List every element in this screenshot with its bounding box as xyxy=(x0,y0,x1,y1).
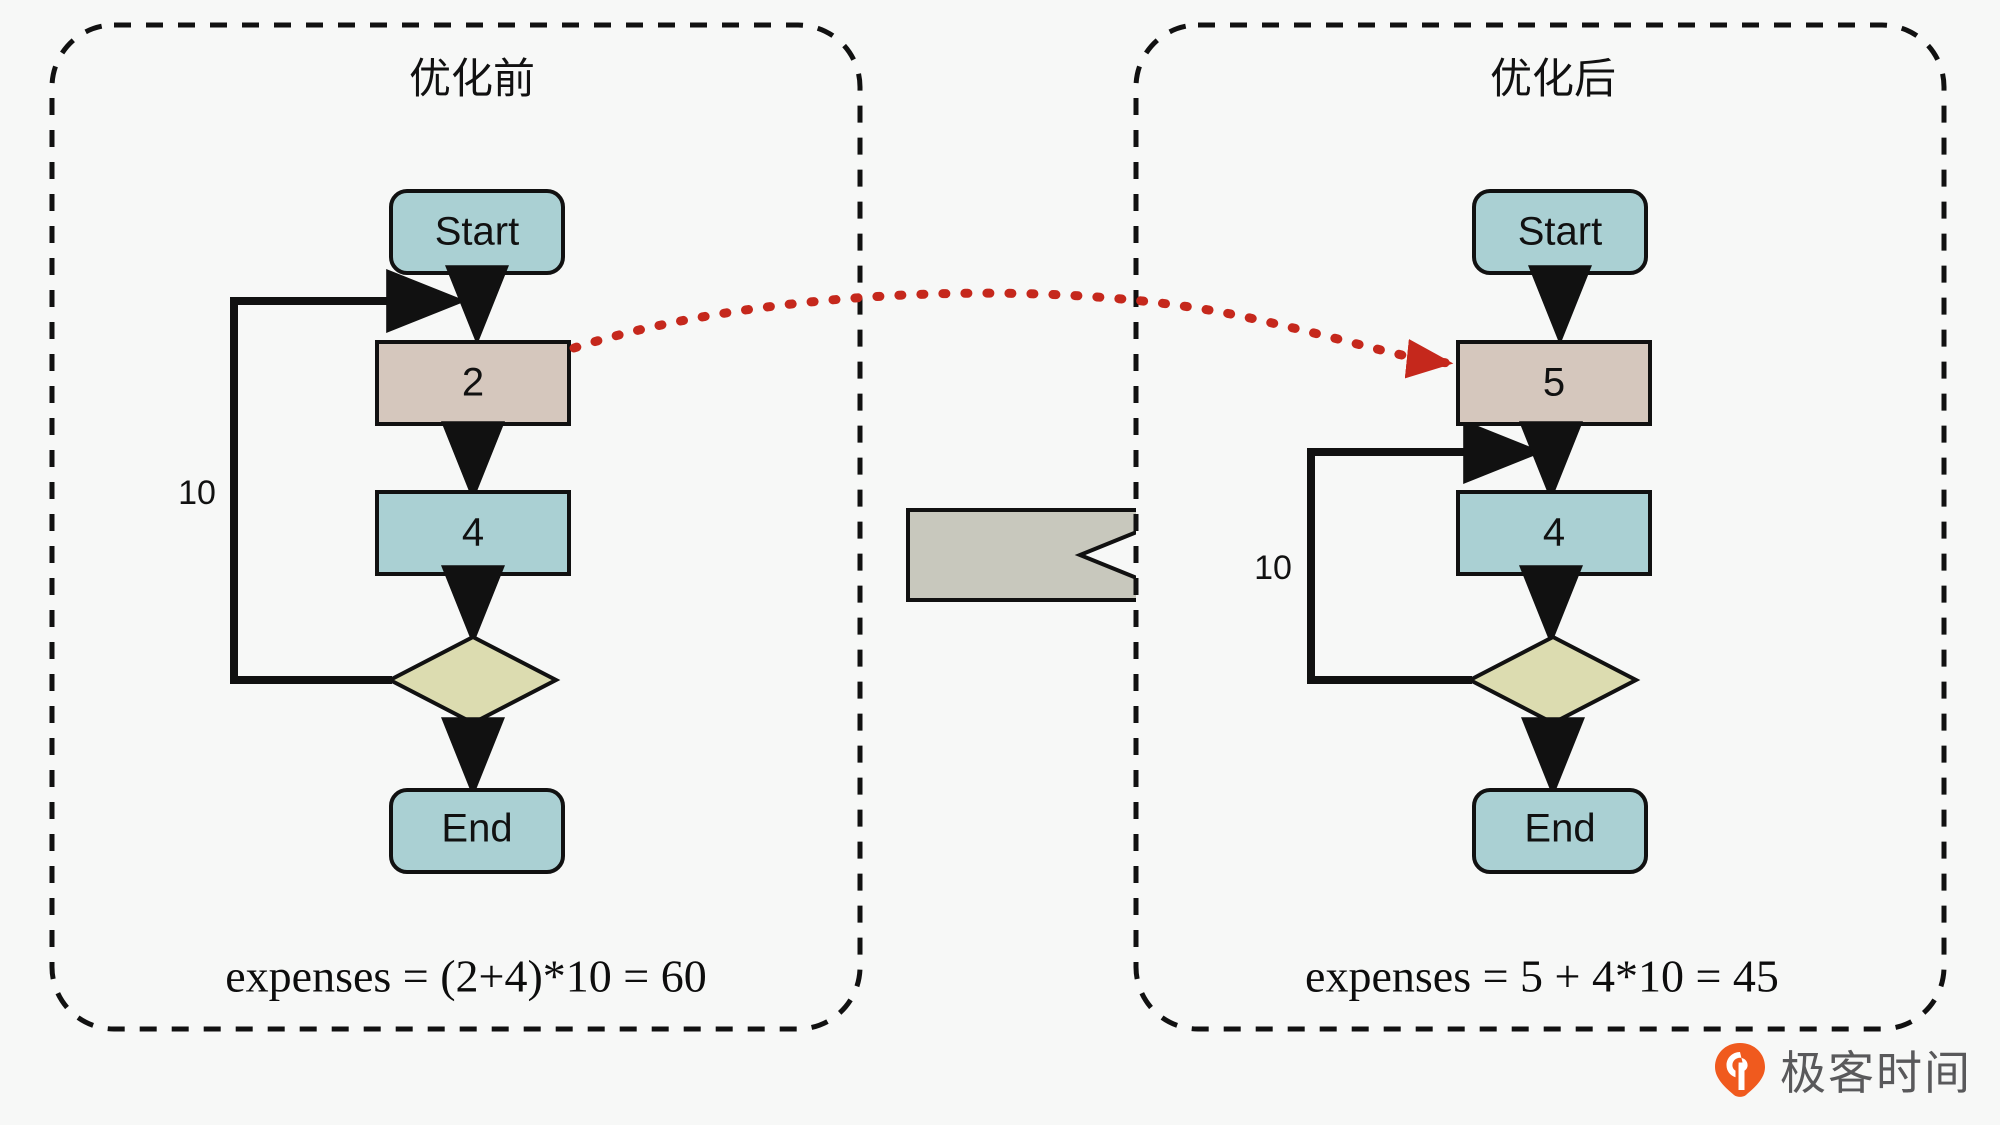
loop-back-edge-after xyxy=(1307,420,1544,684)
node-2-before xyxy=(375,340,571,426)
loop-back-edge-before xyxy=(230,269,467,684)
panel-before-title: 优化前 xyxy=(409,55,535,102)
node-5-after-label: 5 xyxy=(1543,361,1565,405)
brand-watermark: 极客时间 xyxy=(1714,1037,1972,1103)
node-start-after-label: Start xyxy=(1518,210,1602,254)
node-start-before-label: Start xyxy=(435,210,519,254)
node-4-before xyxy=(375,490,571,576)
node-2-before-label: 2 xyxy=(462,361,484,405)
brand-name: 极客时间 xyxy=(1780,1047,1972,1099)
panel-after: 优化后 10 Start 5 4 End xyxy=(1133,22,1947,1032)
node-4-after xyxy=(1456,490,1652,576)
formula-before: expenses = (2+4)*10 = 60 xyxy=(225,951,707,1002)
node-end-before-label: End xyxy=(441,807,512,851)
loop-count-label-after: 10 xyxy=(1254,549,1292,587)
node-4-before-label: 4 xyxy=(462,511,484,555)
panel-after-title: 优化后 xyxy=(1490,55,1616,102)
formula-after: expenses = 5 + 4*10 = 45 xyxy=(1305,951,1779,1002)
geektime-logo-icon xyxy=(1714,1042,1766,1098)
node-4-after-label: 4 xyxy=(1543,511,1565,555)
panel-before: 优化前 10 Start 2 4 End xyxy=(49,22,863,1032)
node-end-after xyxy=(1472,788,1648,874)
node-end-before xyxy=(389,788,565,874)
node-end-after-label: End xyxy=(1524,807,1595,851)
loop-count-label-before: 10 xyxy=(178,474,216,512)
hoist-annotation-arrow xyxy=(569,288,1454,379)
